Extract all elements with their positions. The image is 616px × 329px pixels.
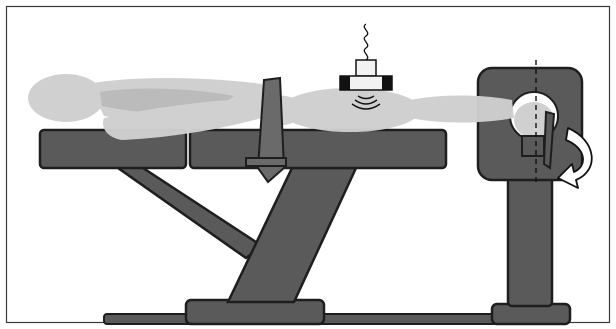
signal-waves-icon <box>351 95 381 110</box>
strap-buckle <box>245 157 287 167</box>
patient-upper-leg <box>102 98 268 140</box>
sensor-cap-left <box>340 76 350 90</box>
patient-arm <box>410 95 514 123</box>
clamp-pad <box>521 135 545 157</box>
leg-strap <box>256 76 286 184</box>
floor-base <box>103 298 572 326</box>
sensor-unit <box>339 23 393 110</box>
table-section-right <box>188 128 448 170</box>
table-foot <box>184 298 326 326</box>
patient-torso <box>280 88 420 132</box>
head-clamp <box>521 110 556 170</box>
sensor-cable <box>363 23 369 61</box>
strap-assembly <box>245 76 287 184</box>
patient-feet <box>28 74 104 122</box>
sensor-stem <box>355 59 377 77</box>
patient-head <box>514 102 554 138</box>
patient-body <box>28 74 554 140</box>
sensor-cap-right <box>382 76 392 90</box>
rotation-arrow-icon <box>557 127 593 189</box>
table-top <box>38 128 448 170</box>
